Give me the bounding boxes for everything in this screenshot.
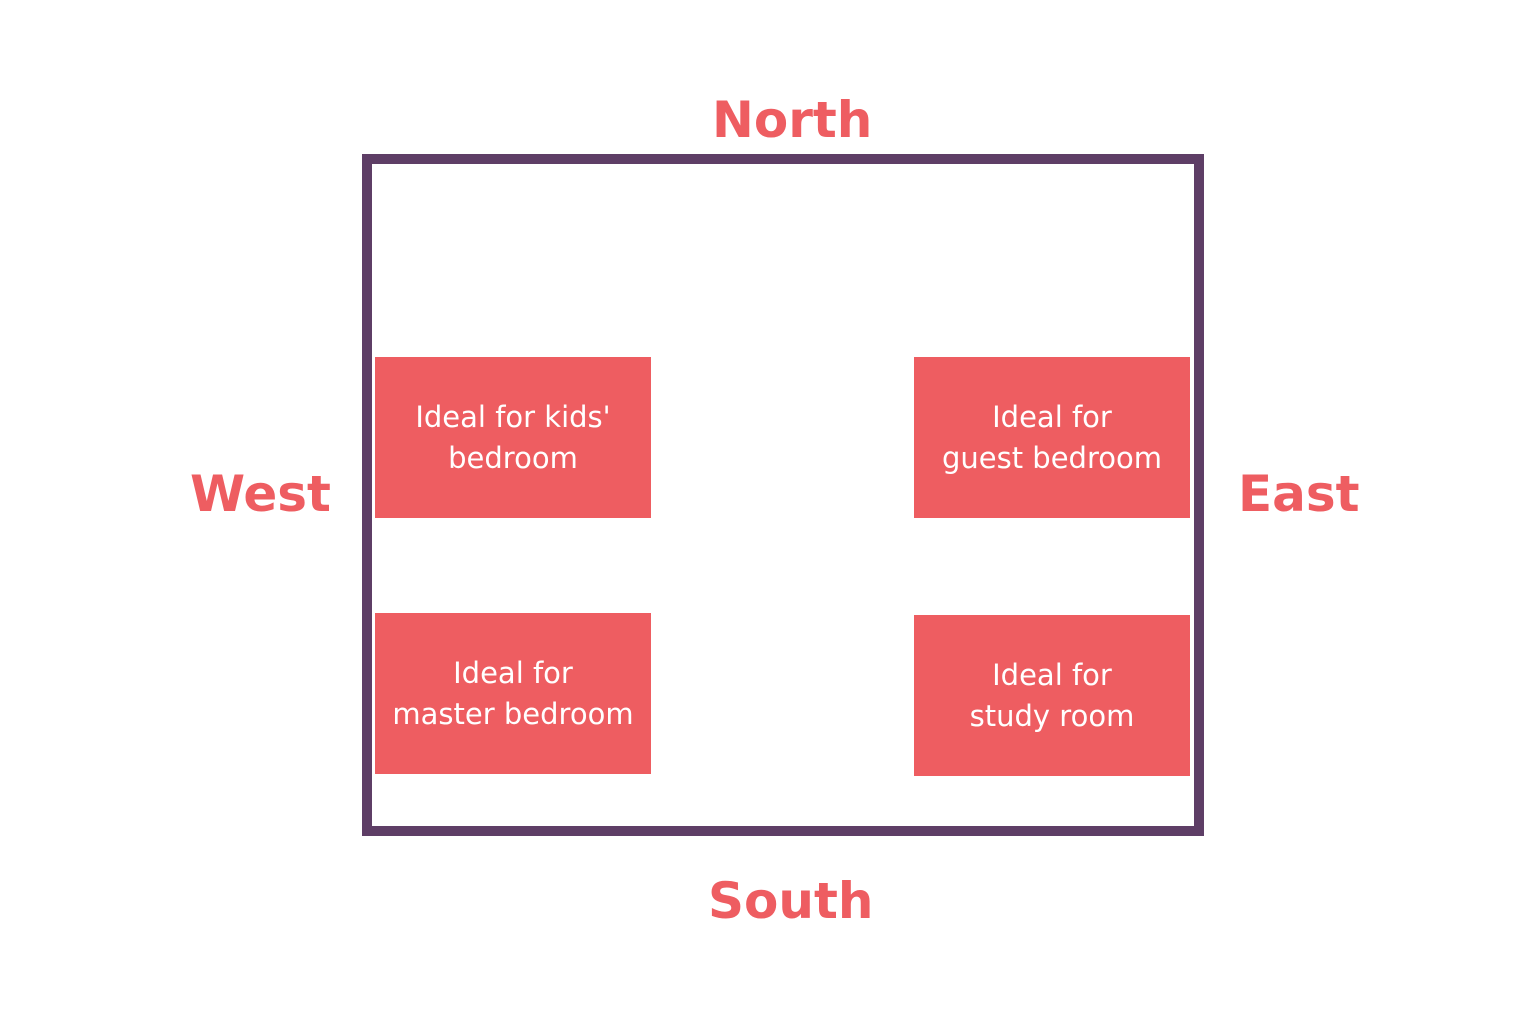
room-guest-bedroom: Ideal for guest bedroom [914,357,1190,518]
room-text: Ideal for [992,657,1112,692]
room-text: guest bedroom [941,440,1162,475]
room-kids-bedroom: Ideal for kids' bedroom [375,357,651,518]
room-study-room: Ideal for study room [914,615,1190,776]
room-text: master bedroom [392,696,634,731]
room-master-bedroom: Ideal for master bedroom [375,613,651,774]
room-text: bedroom [448,440,578,475]
room-text: study room [969,698,1135,733]
label-west: West [190,465,331,523]
label-east: East [1238,465,1360,523]
room-text: Ideal for [453,655,573,690]
room-text: Ideal for [992,399,1112,434]
label-south: South [708,872,874,930]
room-text: Ideal for kids' [415,399,611,434]
house-outline [362,154,1204,836]
label-north: North [712,91,873,149]
